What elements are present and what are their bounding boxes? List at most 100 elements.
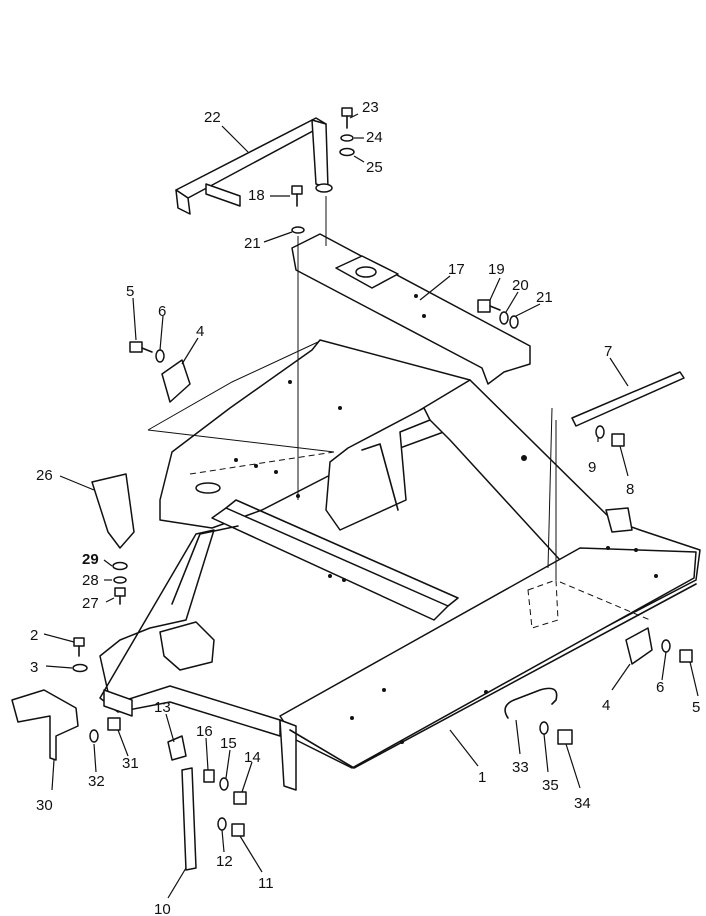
washer [339,147,355,157]
part-4-cover-lower [625,627,653,665]
callout-1: 1 [478,769,486,786]
cross-member-edge [225,499,459,607]
callout-25: 25 [366,159,383,176]
bolt-head [114,587,126,597]
stay-22-end [175,189,191,215]
washer [539,721,549,735]
callout-11: 11 [258,875,274,892]
callout-labels: 1 2 3 4 4 5 5 6 6 7 8 9 10 11 12 13 14 1… [30,99,700,916]
washer [89,729,99,743]
bolt-head [477,299,491,313]
callout-9: 9 [588,459,596,476]
callout-12: 12 [216,853,233,870]
left-arm-upper [171,525,239,605]
stay-22-post [311,119,329,189]
hole [338,406,342,410]
bolt-shank [141,347,153,353]
part-22-stay [175,117,333,215]
callout-27: 27 [82,595,99,612]
bolt-head [611,433,625,447]
hole [234,458,238,462]
hole [254,464,258,468]
callout-26: 26 [36,467,53,484]
callout-8: 8 [626,481,634,498]
right-upright [605,507,633,533]
callout-10: 10 [154,901,171,916]
part-7-rod [571,371,685,427]
callout-16: 16 [196,723,213,740]
callout-22: 22 [204,109,221,126]
callout-14: 14 [244,749,261,766]
bolt-head [291,185,303,195]
washer [112,561,128,571]
hole [414,294,418,298]
bracket-17-hole [355,266,377,278]
part-10-plate [181,767,197,871]
hidden-line-front [559,581,651,621]
hole [422,314,426,318]
callout-6-upper: 6 [158,303,166,320]
hole [606,546,610,550]
callout-34: 34 [574,795,591,812]
bolt-head [341,107,353,117]
part-13-clip [167,735,187,761]
leader-lines [43,113,699,899]
hole [350,716,354,720]
deck-slot [195,482,221,494]
stay-22-beam [175,117,327,199]
callout-20: 20 [512,277,529,294]
callout-31: 31 [122,755,139,772]
cover-sheet [147,341,335,453]
nut [203,769,215,783]
washer [219,777,229,791]
hole [274,470,278,474]
rear-deck-plate [159,339,471,529]
washer [291,226,305,234]
bracket-block [159,621,215,671]
callout-21-upper: 21 [244,235,261,252]
part-26-cover [91,473,135,549]
frame-holes [234,380,658,744]
washer [661,639,671,653]
bolt-head [231,823,245,837]
callout-13: 13 [154,699,171,716]
callout-29: 29 [82,551,99,568]
bolt-head [233,791,247,805]
hole [342,578,346,582]
callout-35: 35 [542,777,559,794]
callout-23: 23 [362,99,379,116]
callout-17: 17 [448,261,465,278]
callout-3: 3 [30,659,38,676]
callout-7: 7 [604,343,612,360]
part-33-u-bolt [504,687,558,719]
fasteners [72,107,693,837]
callout-6-lower: 6 [656,679,664,696]
hole [634,548,638,552]
washer [155,349,165,363]
callout-18: 18 [248,187,265,204]
main-frame [99,339,701,791]
alignment-lines [297,196,557,580]
part-30-bracket [11,689,79,761]
cross-member [211,507,449,621]
washer [499,311,509,325]
bolt-head [129,341,143,353]
hole [654,574,658,578]
callout-28: 28 [82,572,99,589]
callout-4-lower: 4 [602,697,610,714]
left-foot [103,689,133,717]
bolt-head [73,637,85,647]
bolt-head [557,729,573,745]
stay-22-washer [315,183,333,193]
washer [217,817,227,831]
callout-24: 24 [366,129,383,146]
hole [400,740,404,744]
front-post [279,719,297,791]
washer [595,425,605,439]
bolt-head [679,649,693,663]
callout-15: 15 [220,735,237,752]
hole [288,380,292,384]
bolt-shank [489,305,501,311]
callout-5-upper: 5 [126,283,134,300]
